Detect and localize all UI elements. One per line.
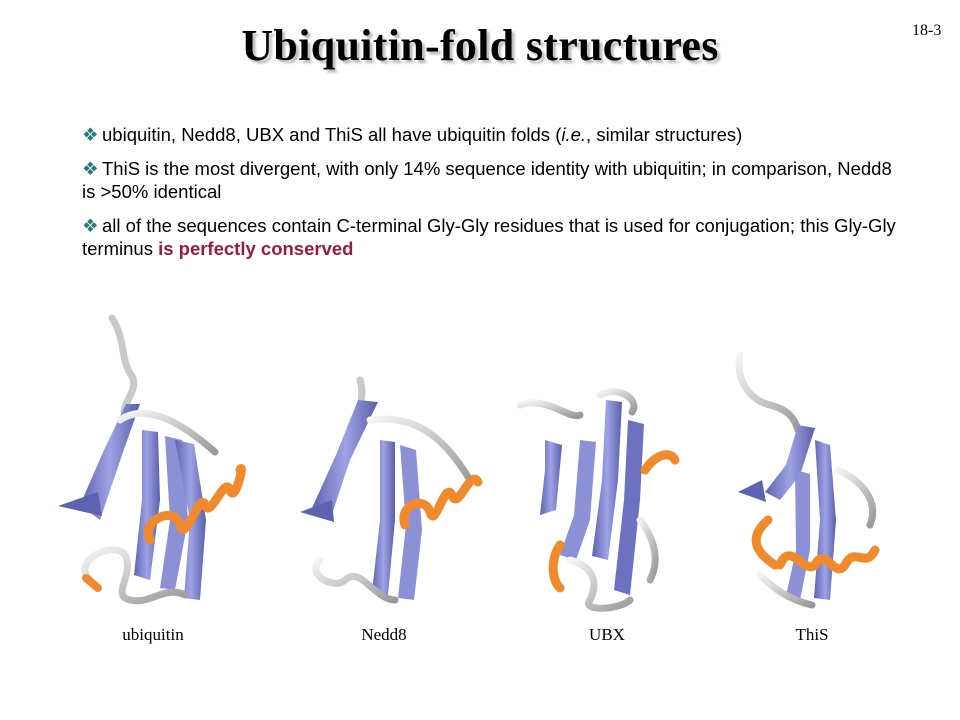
bullet-text: all of the sequences contain C-terminal … <box>82 215 896 260</box>
bullet-item: ❖all of the sequences contain C-terminal… <box>82 214 902 261</box>
structure-label-nedd8: Nedd8 <box>361 625 407 644</box>
slide-title: Ubiquitin-fold structures <box>241 21 719 70</box>
nedd8-structure <box>300 376 483 604</box>
bullet-text-italic: i.e. <box>561 124 587 145</box>
bullet-item: ❖ThiS is the most divergent, with only 1… <box>82 157 902 204</box>
diamond-bullet-icon: ❖ <box>82 157 99 179</box>
bullet-text: ubiquitin, Nedd8, UBX and ThiS all have … <box>102 124 742 145</box>
structure-label-ubx: UBX <box>589 625 625 644</box>
bullet-text-emphasis: is perfectly conserved <box>158 238 354 259</box>
bullet-item: ❖ubiquitin, Nedd8, UBX and ThiS all have… <box>82 123 902 147</box>
structure-figures <box>58 314 880 612</box>
diamond-bullet-icon: ❖ <box>82 214 99 236</box>
structure-label-this: ThiS <box>795 625 829 644</box>
title-container: Ubiquitin-fold structures <box>0 20 960 71</box>
bullet-text-part: , similar structures) <box>586 124 743 145</box>
bullet-text-part: all of the sequences contain C-terminal … <box>82 214 896 260</box>
ubiquitin-structure <box>58 314 246 605</box>
slide-number: 18-3 <box>912 22 942 39</box>
ubx-structure <box>516 388 680 612</box>
bullet-text-part: ubiquitin, Nedd8, UBX and ThiS all have … <box>102 124 562 145</box>
bullet-list: ❖ubiquitin, Nedd8, UBX and ThiS all have… <box>82 123 902 271</box>
structure-label-ubiquitin: ubiquitin <box>122 625 184 644</box>
bullet-text: ThiS is the most divergent, with only 14… <box>82 157 892 203</box>
this-structure <box>735 351 880 609</box>
diamond-bullet-icon: ❖ <box>82 124 99 145</box>
